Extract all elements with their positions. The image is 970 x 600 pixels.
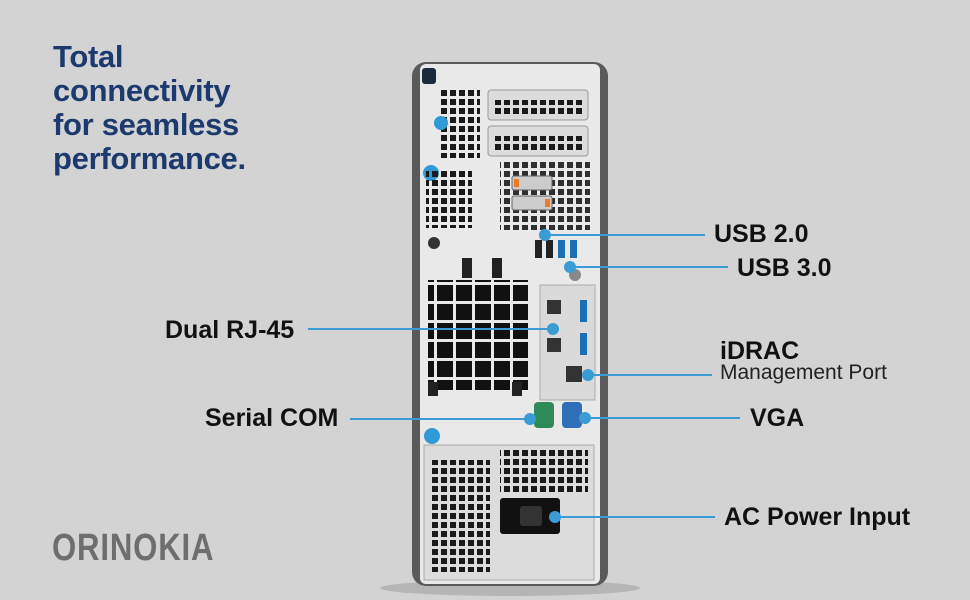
vga-port	[562, 402, 582, 428]
label-idrac-sub: Management Port	[720, 361, 887, 384]
headline-line: Total	[53, 39, 124, 74]
headline-line: performance.	[53, 141, 246, 176]
label-serial: Serial COM	[205, 404, 339, 432]
fan-grille	[428, 280, 528, 390]
thumbscrew-icon	[424, 428, 440, 444]
label-usb3: USB 3.0	[737, 254, 832, 282]
brand-logo: ORINOKIA	[52, 527, 215, 569]
label-rj45: Dual RJ-45	[165, 316, 295, 344]
headline: Total connectivity for seamless performa…	[53, 40, 246, 176]
serial-port	[534, 402, 554, 428]
label-vga: VGA	[750, 404, 805, 432]
label-idrac: iDRAC	[720, 337, 800, 365]
headline-line: for seamless	[53, 107, 239, 142]
label-power: AC Power Input	[724, 503, 911, 531]
headline-line: connectivity	[53, 73, 231, 108]
label-usb2: USB 2.0	[714, 220, 809, 248]
thumbscrew-icon	[434, 116, 448, 130]
